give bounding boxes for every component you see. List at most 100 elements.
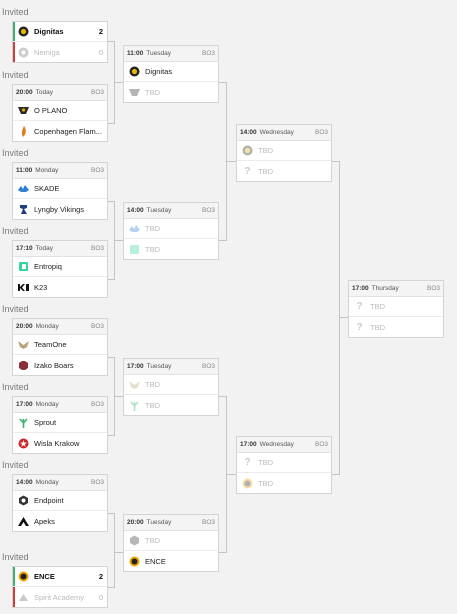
team-name: Spirit Academy (34, 592, 85, 602)
bracket-connector (108, 357, 114, 358)
team-row[interactable]: Apeks (13, 511, 107, 531)
bracket-connector (108, 435, 114, 436)
team-score: 0 (98, 592, 103, 602)
bracket-connector (108, 41, 114, 42)
team-name: TBD (258, 458, 273, 467)
team-name: SKADE (34, 184, 60, 193)
match-time: 14:00 (16, 479, 33, 486)
match-format: BO3 (90, 245, 104, 252)
team-row[interactable]: ? TBD (237, 161, 331, 181)
nemiga-icon (18, 47, 29, 58)
team-name: Lyngby Vikings (34, 204, 85, 214)
bracket-connector (108, 587, 114, 588)
team-name: Endpoint (34, 496, 64, 505)
team-name: TBD (258, 166, 273, 176)
team-row[interactable]: K23 (13, 277, 107, 297)
invited-label: Invited (2, 304, 29, 314)
lyngby-vikings-icon (18, 204, 29, 215)
entropiq-faded-icon (129, 244, 140, 255)
invited-label: Invited (2, 382, 29, 392)
team-name: ENCE (34, 572, 55, 581)
entropiq-icon (18, 261, 29, 272)
team-row[interactable]: O PLANO (13, 101, 107, 121)
skade-faded-icon (129, 223, 140, 234)
team-name: TeamOne (34, 340, 67, 349)
team-row[interactable]: ?TBD (237, 453, 331, 473)
teamone-icon (18, 339, 29, 350)
team-row[interactable]: TBD (124, 239, 218, 259)
team-row[interactable]: Wisla Krakow (13, 433, 107, 453)
team-row[interactable]: Lyngby Vikings (13, 199, 107, 219)
invited-label: Invited (2, 552, 29, 562)
team-row[interactable]: TBD (237, 473, 331, 493)
team-row[interactable]: ENCE (124, 551, 218, 571)
team-row[interactable]: TBD (124, 395, 218, 415)
team-row[interactable]: Izako Boars (13, 355, 107, 375)
bracket-connector (219, 552, 226, 553)
team-score: 0 (98, 47, 103, 57)
team-row[interactable]: ?TBD (349, 317, 443, 337)
team-row[interactable]: TBD (124, 219, 218, 239)
apeks-icon (18, 516, 29, 527)
match-day: Thursday (371, 285, 399, 292)
match-time: 11:00 (16, 167, 33, 174)
match-time: 17:00 (16, 401, 33, 408)
dignitas-icon (129, 66, 140, 77)
team-row[interactable]: TBD (124, 82, 218, 102)
team-row[interactable]: Endpoint (13, 491, 107, 511)
team-row[interactable]: TBD (237, 141, 331, 161)
match-format: BO3 (426, 285, 440, 292)
team-row[interactable]: Sprout (13, 413, 107, 433)
bracket-connector (332, 161, 339, 162)
team-row[interactable]: Spirit Academy 0 (13, 587, 107, 607)
invited-label: Invited (2, 7, 29, 17)
team-row[interactable]: TeamOne (13, 335, 107, 355)
team-name: TBD (258, 146, 273, 155)
izako-boars-icon (18, 360, 29, 371)
match-day: Monday (35, 323, 59, 330)
team-name: TBD (145, 400, 160, 410)
match-format: BO3 (90, 479, 104, 486)
team-name: Sprout (34, 418, 57, 427)
invited-label: Invited (2, 148, 29, 158)
skade-icon (18, 183, 29, 194)
team-row[interactable]: ?TBD (349, 297, 443, 317)
team-row[interactable]: Copenhagen Flam... (13, 121, 107, 141)
team-row[interactable]: TBD (124, 375, 218, 395)
team-row[interactable]: Entropiq (13, 257, 107, 277)
team-row[interactable]: Dignitas (124, 62, 218, 82)
match-day: Monday (35, 401, 59, 408)
team-row[interactable]: SKADE (13, 179, 107, 199)
ence-icon (18, 571, 29, 582)
bracket-connector (114, 82, 123, 83)
team-name: TBD (145, 380, 160, 389)
match-time: 20:00 (127, 519, 144, 526)
question-icon: ? (244, 165, 251, 177)
team-row[interactable]: TBD (124, 531, 218, 551)
team-name: ENCE (145, 556, 166, 566)
